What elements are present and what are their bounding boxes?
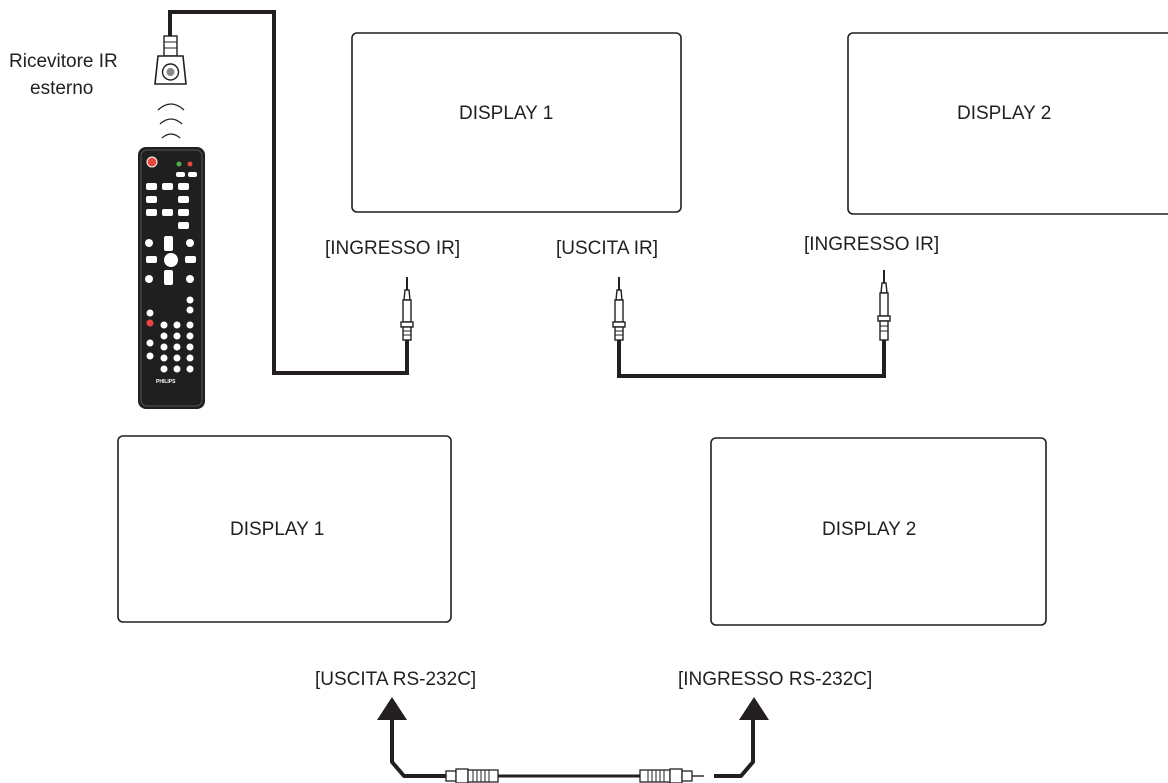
remote-brand: PHILIPS xyxy=(156,379,176,385)
rs232-cable xyxy=(390,720,755,778)
ir-signal-waves-icon xyxy=(157,103,185,139)
ir-receiver-icon xyxy=(154,35,187,85)
rs232-out-label: [USCITA RS-232C] xyxy=(315,669,477,690)
top-display-2-panel xyxy=(847,32,1168,215)
ir-receiver-cable xyxy=(168,10,409,375)
audio-jack-plug-icon xyxy=(877,270,891,341)
remote-control-icon xyxy=(138,147,205,409)
bottom-display-2-panel xyxy=(710,437,1047,626)
bottom-display-1-panel xyxy=(117,435,452,623)
ir-in-right-label: [INGRESSO IR] xyxy=(804,234,940,255)
ir-in-left-label: [INGRESSO IR] xyxy=(325,238,461,259)
rs232-in-label: [INGRESSO RS-232C] xyxy=(678,669,873,690)
bottom-display-1-label: DISPLAY 1 xyxy=(230,519,325,540)
bottom-display-2-label: DISPLAY 2 xyxy=(822,519,917,540)
receiver-label-line1: Ricevitore IR xyxy=(9,51,118,72)
receiver-label-line2: esterno xyxy=(30,78,94,99)
top-display-2-label: DISPLAY 2 xyxy=(957,103,1052,124)
serial-cable-icon xyxy=(436,768,704,783)
arrow-up-icon xyxy=(739,697,769,720)
audio-jack-plug-icon xyxy=(400,277,414,341)
top-display-1-label: DISPLAY 1 xyxy=(459,103,554,124)
arrow-up-icon xyxy=(377,697,407,720)
audio-jack-plug-icon xyxy=(612,277,626,341)
ir-out-label: [USCITA IR] xyxy=(556,238,659,259)
ir-daisy-chain-cable xyxy=(617,340,886,378)
top-display-1-panel xyxy=(351,32,682,213)
